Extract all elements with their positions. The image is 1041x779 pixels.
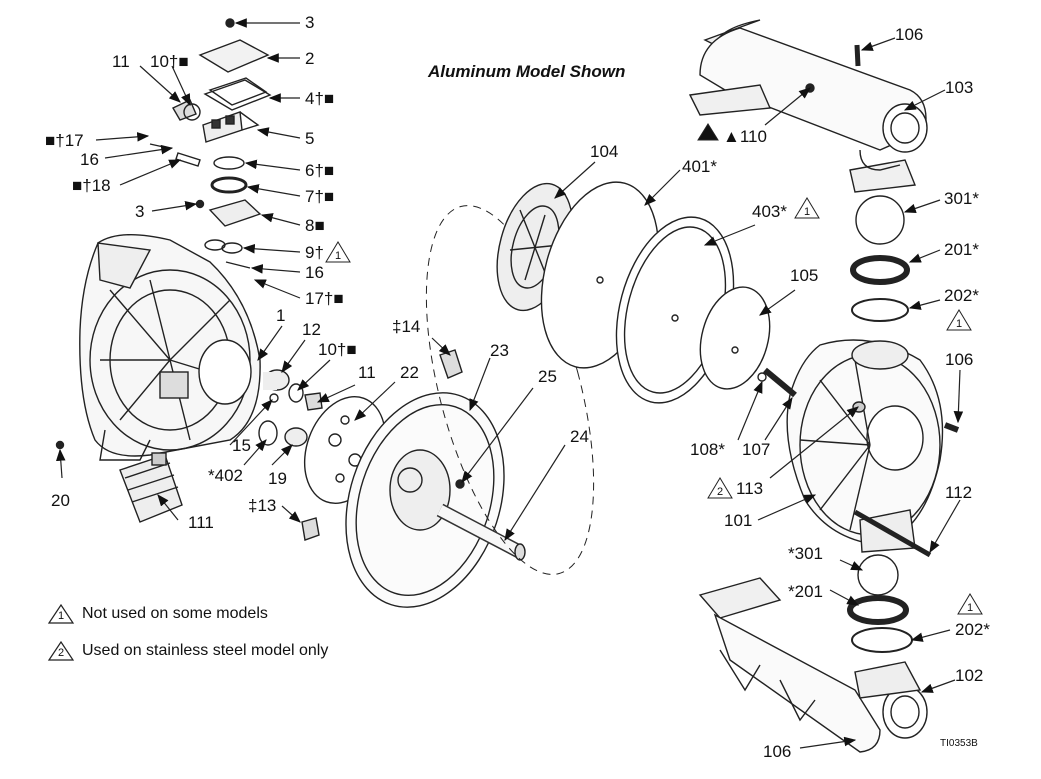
inlet-manifold-102: [698, 577, 928, 753]
callout-201a: 201*: [944, 240, 979, 259]
callout-4: 4†■: [305, 89, 335, 108]
callout-8: 8■: [305, 216, 325, 235]
callout-6: 6†■: [305, 161, 335, 180]
callout-15: 15: [232, 436, 251, 455]
screw-107: [763, 367, 797, 398]
callout-16: 16: [80, 150, 99, 169]
warning-triangle-icon: 2: [46, 640, 76, 662]
callout-9: 9†: [305, 243, 324, 262]
legend-text-1: Not used on some models: [82, 605, 268, 622]
callout-24: 24: [570, 427, 589, 446]
callout-5: 5: [305, 129, 315, 148]
callout-403: 403*: [752, 202, 787, 221]
seat-201: [850, 255, 910, 285]
callout-111: 111: [188, 513, 214, 532]
callout-3b: 3: [135, 202, 145, 221]
callout-14: ‡14: [392, 317, 421, 336]
callout-20: 20: [51, 491, 70, 510]
callout-12: 12: [302, 320, 321, 339]
callout-402: *402: [208, 466, 243, 485]
bolt-112: [853, 509, 932, 558]
callout-202b: 202*: [955, 620, 990, 639]
callout-105: 105: [790, 266, 819, 285]
shaft-24: [436, 503, 526, 561]
callout-202a: 202*: [944, 286, 979, 305]
callout-2: 2: [305, 49, 315, 68]
callout-106a: 106: [895, 25, 924, 44]
check-ball-301: [855, 195, 905, 245]
callout-106c: 106: [763, 742, 792, 761]
svg-text:2: 2: [717, 486, 723, 498]
callout-103: 103: [945, 78, 974, 97]
callout-102: 102: [955, 666, 984, 685]
callout-113: 113: [736, 479, 764, 498]
callout-17: ■†17: [45, 131, 84, 150]
callout-101: 101: [724, 511, 753, 530]
callout-10b: 10†■: [318, 340, 357, 359]
callout-301b: *301: [788, 544, 823, 563]
svg-text:1: 1: [804, 206, 810, 218]
o-ring-108: [757, 372, 767, 382]
callout-107: 107: [742, 440, 771, 459]
fitting-14: [439, 349, 463, 379]
callout-11: 11: [112, 52, 130, 71]
svg-text:1: 1: [956, 318, 962, 330]
svg-text:1: 1: [335, 250, 341, 262]
callout-19: 19: [268, 469, 287, 488]
callout-18: ■†18: [72, 176, 111, 195]
outlet-manifold-103: [688, 19, 928, 193]
callout-11b: 11: [358, 363, 376, 382]
callout-201b: *201: [788, 582, 823, 601]
callout-112: 112: [945, 483, 973, 502]
callout-106b: 106: [945, 350, 974, 369]
callout-7: 7†■: [305, 187, 335, 206]
legend-item-2: 2 Used on stainless steel model only: [46, 640, 328, 662]
legend-text-2: Used on stainless steel model only: [82, 642, 329, 659]
callout-10: 10†■: [150, 52, 189, 71]
callout-108: 108*: [690, 440, 725, 459]
o-ring-202: [851, 298, 909, 322]
callout-110: ▲110: [723, 127, 767, 146]
callout-25: 25: [538, 367, 557, 386]
callout-104: 104: [590, 142, 619, 161]
callout-301a: 301*: [944, 189, 979, 208]
svg-text:1: 1: [967, 602, 973, 614]
callout-17b: 17†■: [305, 289, 344, 308]
callout-23: 23: [490, 341, 509, 360]
center-housing: [79, 233, 261, 461]
callout-22: 22: [400, 363, 419, 382]
fluid-cover-101: [786, 339, 944, 553]
callout-401: 401*: [682, 157, 717, 176]
bolt-106: [943, 422, 960, 433]
air-cover-23: [345, 392, 505, 608]
callout-13: ‡13: [248, 496, 277, 515]
diagram-title: Aluminum Model Shown: [428, 62, 626, 81]
callout-16b: 16: [305, 263, 324, 282]
figure-reference: TI0353B: [940, 738, 978, 749]
callout-3: 3: [305, 13, 315, 32]
legend-item-1: 1 Not used on some models: [46, 603, 268, 625]
warning-triangle-icon: 1: [46, 603, 76, 625]
callout-1: 1: [276, 306, 286, 325]
diaphragms: [496, 181, 771, 404]
small-parts: [55, 369, 323, 541]
